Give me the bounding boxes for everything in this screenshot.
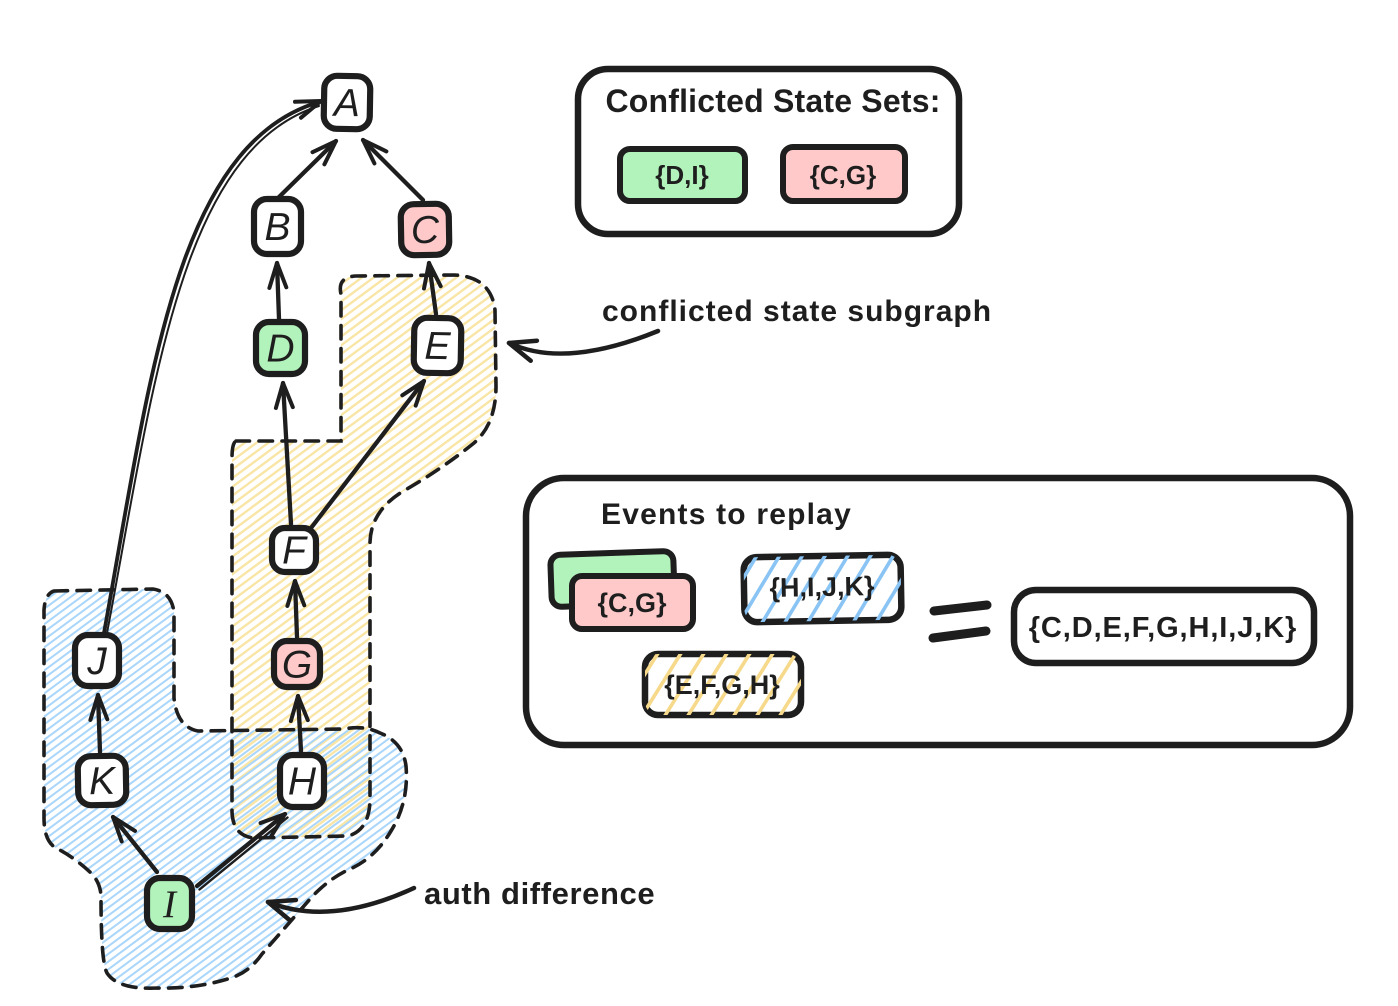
svg-text:{E,F,G,H}: {E,F,G,H}: [664, 670, 780, 700]
svg-text:J: J: [86, 640, 107, 683]
svg-text:K: K: [89, 760, 118, 803]
svg-text:Conflicted State Sets:: Conflicted State Sets:: [605, 83, 940, 119]
svg-text:F: F: [282, 530, 308, 573]
svg-text:H: H: [288, 761, 317, 804]
svg-text:{C,G}: {C,G}: [810, 160, 876, 190]
svg-text:auth difference: auth difference: [424, 876, 655, 911]
svg-text:G: G: [282, 644, 312, 687]
svg-text:B: B: [264, 206, 290, 249]
svg-text:Events to replay: Events to replay: [601, 498, 852, 531]
svg-text:{C,G}: {C,G}: [597, 588, 667, 618]
svg-text:{C,D,E,F,G,H,I,J,K}: {C,D,E,F,G,H,I,J,K}: [1029, 612, 1298, 644]
svg-text:E: E: [424, 325, 452, 368]
svg-text:D: D: [266, 328, 294, 371]
svg-text:C: C: [411, 209, 441, 252]
svg-text:I: I: [162, 883, 178, 926]
svg-text:conflicted state subgraph: conflicted state subgraph: [602, 295, 992, 328]
svg-text:{H,I,J,K}: {H,I,J,K}: [769, 571, 875, 603]
svg-text:A: A: [332, 82, 361, 125]
svg-text:{D,I}: {D,I}: [655, 160, 708, 190]
